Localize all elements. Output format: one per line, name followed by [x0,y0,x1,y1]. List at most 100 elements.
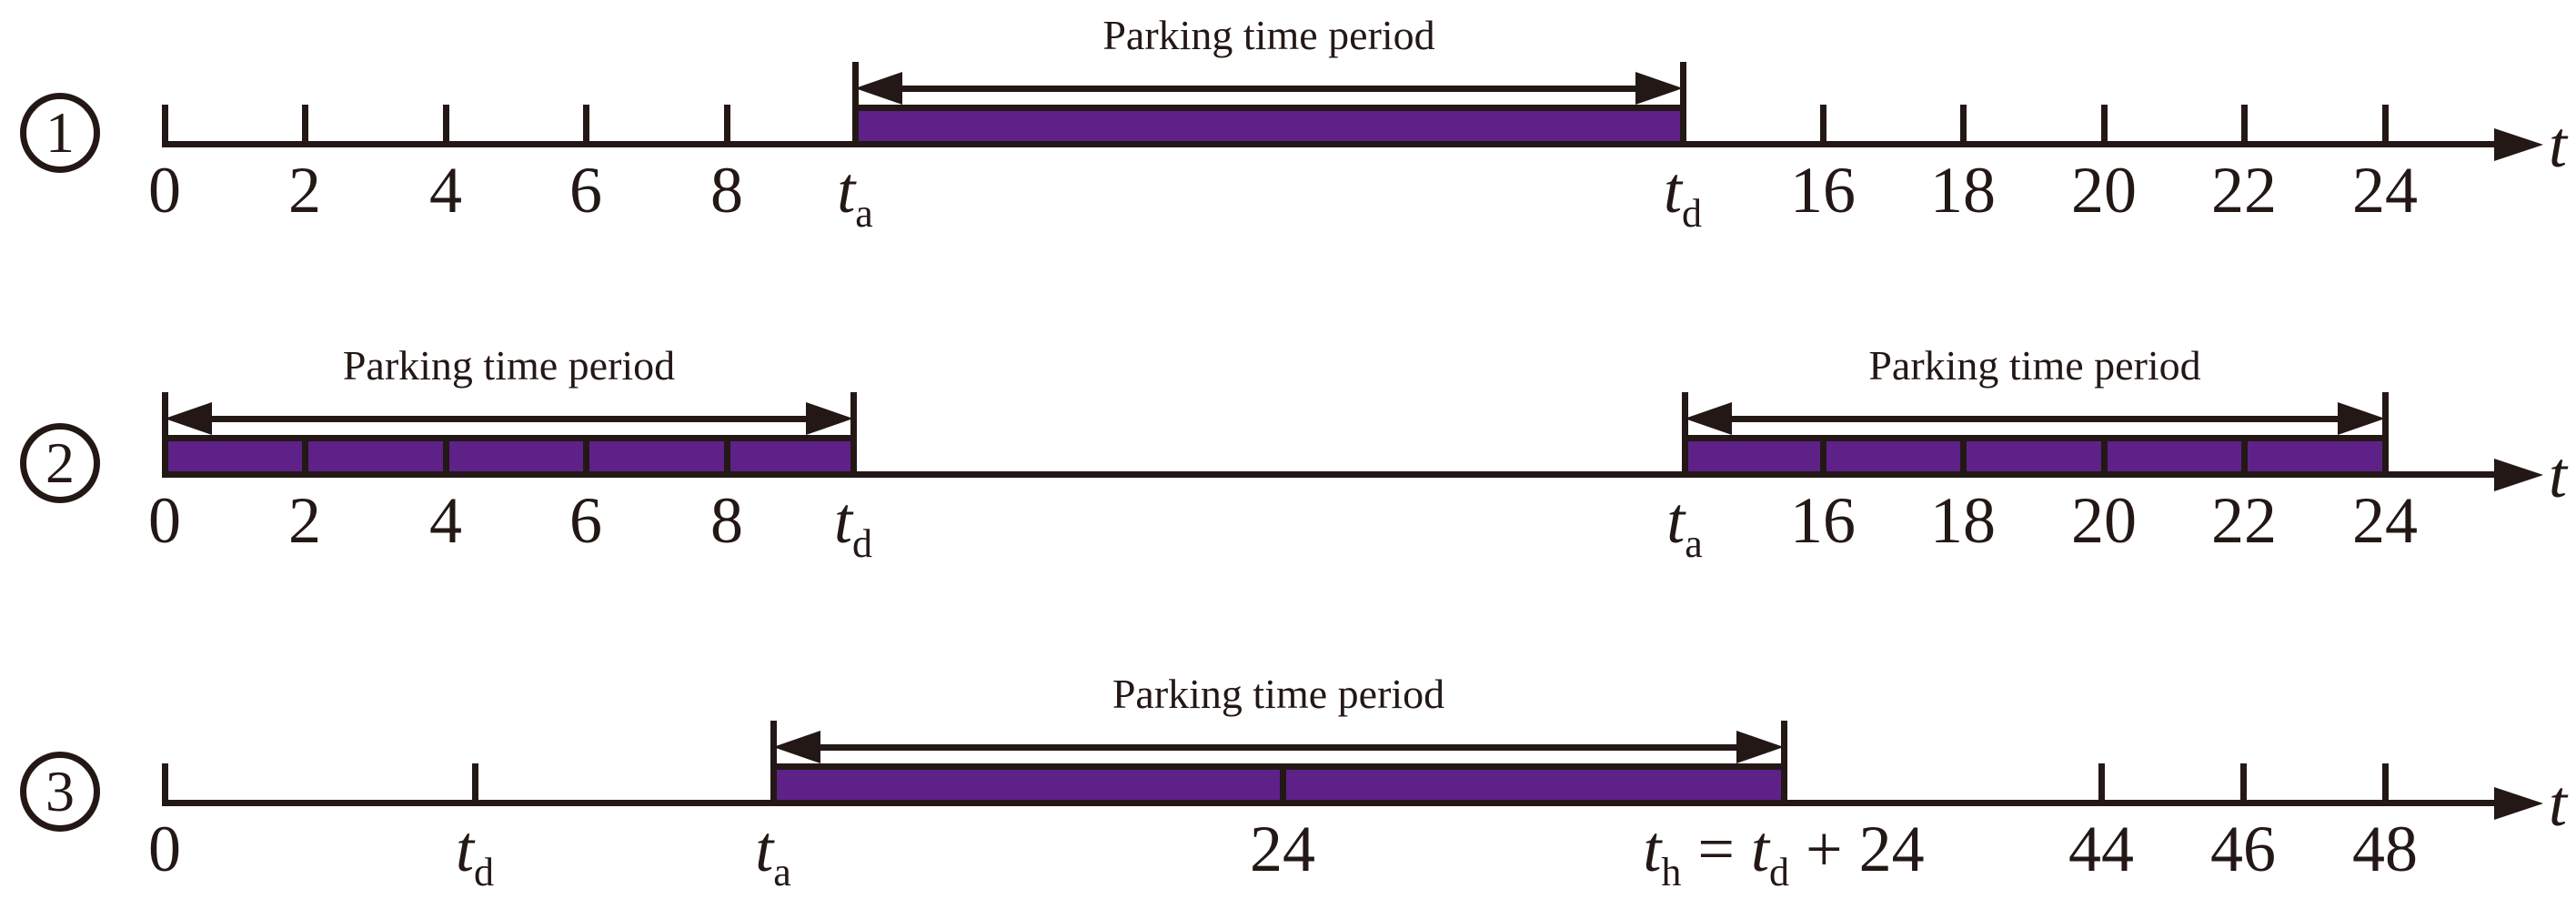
span-arrowhead-left-icon [855,72,902,105]
tick-label-part: 2 [288,484,321,557]
timeline-2-bar-divider [724,435,730,471]
timeline-1-parking-span: Parking time period [855,15,1683,105]
tick-label-part: t [1663,154,1683,227]
timeline-1-parking-bar [855,105,1683,141]
timeline-1-guide-line [1680,62,1686,147]
tick-label-part: a [855,191,873,236]
timeline-1-axis-line [162,141,2500,147]
tick-label-part: 18 [1930,484,1996,557]
timeline-3-tick-label: 24 [1250,816,1315,882]
timeline-3-tick [2098,763,2105,800]
span-arrow-shaft [815,744,1742,751]
tick-label-part: a [773,850,791,894]
tick-label-part: 16 [1790,484,1856,557]
span-arrowhead-right-icon [2338,402,2385,435]
tick-label-part: 46 [2210,813,2276,885]
timeline-2-tick-label: td [834,488,872,564]
timeline-1-tick-label: 24 [2352,157,2418,223]
tick-label-part: t [1643,813,1662,885]
timeline-3-guide-line [1781,721,1787,806]
timeline-2-tick-label: 6 [569,488,602,553]
timeline-2-tick-label: 16 [1790,488,1856,553]
timeline-1-tick-label: ta [837,157,873,234]
tick-label-part: 16 [1790,154,1856,227]
tick-label-part: = [1681,813,1751,885]
timeline-2-tick-label: ta [1666,488,1703,564]
timeline-3-tick-label: th = td + 24 [1643,816,1924,893]
timeline-3-tick [2382,763,2389,800]
timeline-3-tick-label: 0 [148,816,181,882]
timeline-1-tick-label: 8 [710,157,743,223]
timeline-1-guide-line [852,62,859,147]
parking-period-title: Parking time period [1868,342,2201,389]
timeline-3-tick [472,763,478,800]
timeline-2-tick-label: 24 [2352,488,2418,553]
span-arrow-shaft [1726,416,2343,422]
timeline-1-tick [2101,105,2108,141]
timeline-1-tick [583,105,589,141]
timeline-1-tick-label: 2 [288,157,321,223]
tick-label-part: 4 [429,154,462,227]
timeline-3-tick-label: 44 [2068,816,2134,882]
tick-label-part: 0 [148,484,181,557]
tick-label-part: 4 [429,484,462,557]
timeline-1-axis-arrowhead-icon [2494,128,2543,161]
timeline-2-tick-label: 18 [1930,488,1996,553]
timeline-2-parking-span: Parking time period [165,345,853,435]
timeline-2-bar-divider [1820,435,1826,471]
tick-label-part: d [852,521,873,566]
timeline-2-axis-arrowhead-icon [2494,459,2543,491]
timeline-2-tick-label: 8 [710,488,743,553]
timeline-1-tick [302,105,308,141]
tick-label-part: t [755,813,774,885]
span-arrowhead-right-icon [1635,72,1683,105]
timeline-2-parking-bar [1685,435,2385,471]
timeline-1-axis-t-label: t [2548,108,2568,181]
span-arrowhead-right-icon [1736,731,1784,763]
parking-period-title: Parking time period [1102,12,1435,58]
tick-label-part: 6 [569,484,602,557]
timeline-2-bar-divider [2241,435,2248,471]
timeline-2-axis-t-label: t [2548,439,2568,511]
tick-label-part: t [1666,484,1685,557]
timeline-3-bar-divider [1280,763,1286,800]
tick-label-part: 22 [2211,154,2277,227]
tick-label-part: d [474,850,495,894]
tick-label-part: 44 [2068,813,2134,885]
timeline-2-bar-divider [1960,435,1967,471]
tick-label-part: 18 [1930,154,1996,227]
timeline-3-tick-label: 48 [2352,816,2418,882]
row-number-badge-1: 1 [20,93,100,173]
timeline-2-parking-bar [165,435,853,471]
span-arrow-shaft [897,86,1641,92]
span-arrowhead-left-icon [773,731,820,763]
tick-label-part: d [1682,191,1703,236]
timeline-3-axis-arrowhead-icon [2494,787,2543,820]
tick-label-part: 24 [2352,154,2418,227]
tick-label-part: 2 [288,154,321,227]
timeline-1-tick-label: 6 [569,157,602,223]
timeline-1-tick-label: 4 [429,157,462,223]
timeline-1-tick-label: 0 [148,157,181,223]
tick-label-part: h [1661,850,1682,894]
timeline-1-tick-label: td [1664,157,1702,234]
timeline-3-tick-label: td [456,816,494,893]
timeline-1-tick [1820,105,1826,141]
tick-label-part: 0 [148,813,181,885]
timeline-3-parking-span: Parking time period [773,673,1784,763]
timeline-3-tick-label: 46 [2210,816,2276,882]
timeline-1-tick-label: 20 [2071,157,2137,223]
timeline-3-tick [2240,763,2247,800]
tick-label-part: t [833,484,853,557]
tick-label-part: 6 [569,154,602,227]
tick-label-part: 24 [1250,813,1315,885]
tick-label-part: 8 [710,484,743,557]
timeline-2-tick-label: 22 [2211,488,2277,553]
timeline-2-parking-span: Parking time period [1685,345,2385,435]
tick-label-part: t [1751,813,1770,885]
tick-label-part: d [1769,850,1790,894]
timeline-3-parking-bar [773,763,1784,800]
row-number-badge-3: 3 [20,752,100,832]
timeline-1-tick [2241,105,2248,141]
